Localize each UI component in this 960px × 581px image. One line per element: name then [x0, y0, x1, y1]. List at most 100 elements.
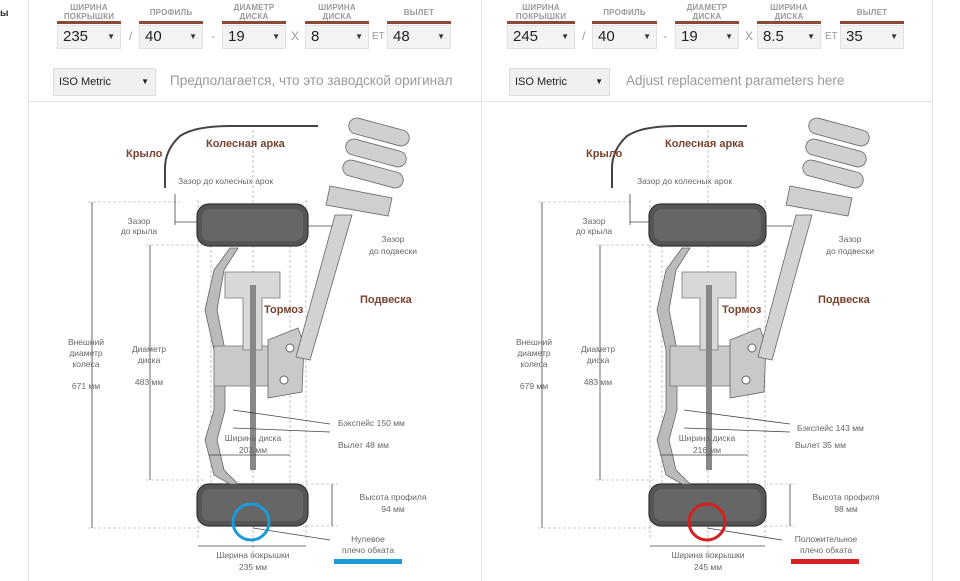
separator-et: ET: [372, 31, 385, 42]
label-offset: ВЫЛЕТ: [403, 8, 435, 17]
scrub-legend-bar: [334, 559, 402, 564]
hint-text: Adjust replacement parameters here: [626, 73, 845, 88]
arch-gap-label: Зазор до колесных арок: [178, 176, 273, 186]
wheel-diagram-left: Крыло Колесная арка Зазор до колесных ар…: [68, 117, 427, 572]
outer-diameter-label: колеса: [72, 359, 99, 369]
scrub-radius-marker: [687, 502, 727, 542]
chevron-down-icon: ▼: [107, 32, 115, 41]
panel-divider-right: [932, 0, 933, 581]
label-bar: [757, 21, 821, 24]
profile-height-value: 94 мм: [381, 504, 405, 514]
separator-et: ET: [825, 31, 838, 42]
outer-diameter-label: Внешний: [68, 337, 104, 347]
suspension-gap-label: до подвески: [826, 246, 874, 256]
outer-diameter-label: колеса: [520, 359, 547, 369]
label-bar: [387, 21, 451, 24]
wing-label: Крыло: [126, 148, 163, 160]
suspension-gap-label: Зазор: [838, 234, 861, 244]
rim-width-value: 8: [311, 28, 320, 45]
profile-select[interactable]: 40▼: [592, 25, 657, 49]
profile-height-label: Высота профиля: [813, 492, 880, 502]
rim-diameter-value: 19: [228, 28, 245, 45]
offset-select[interactable]: 35▼: [840, 25, 904, 49]
tire-width-label: Ширина покрышки: [217, 550, 290, 560]
panel-divider-middle: [481, 0, 482, 581]
tire-width-value: 235: [63, 28, 89, 45]
chevron-down-icon: ▼: [355, 32, 363, 41]
wing-gap-label: до крыла: [121, 226, 158, 236]
separator-x: X: [291, 29, 300, 43]
separator-x: X: [745, 29, 754, 43]
spring: [325, 117, 410, 217]
chevron-down-icon: ▼: [189, 32, 197, 41]
separator-slash: /: [129, 29, 133, 43]
chevron-down-icon: ▼: [890, 32, 898, 41]
sidebar-fragment: ы: [0, 8, 9, 19]
profile-height-label: Высота профиля: [360, 492, 427, 502]
label-bar: [139, 21, 203, 24]
rim-width-value: 8.5: [763, 28, 784, 45]
suspension-label: Подвеска: [360, 294, 413, 306]
label-rim-diameter: ДИАМЕТР ДИСКА: [686, 3, 728, 21]
knuckle: [267, 327, 305, 399]
rim-width-label: Ширина диска: [225, 433, 282, 443]
arch-label: Колесная арка: [206, 138, 286, 150]
rim-diameter-label: диска: [587, 355, 610, 365]
offset-value: 48: [393, 28, 410, 45]
scrub-label: Нулевое: [351, 534, 385, 544]
wheel-diagram-right: Крыло Колесная арка Зазор до колесных ар…: [516, 117, 880, 572]
separator-dash: -: [211, 29, 215, 43]
rim-diameter-select[interactable]: 19 ▼: [675, 25, 739, 49]
offset-select[interactable]: 48 ▼: [387, 25, 451, 49]
profile-select[interactable]: 40▼: [139, 25, 203, 49]
brake-label: Тормоз: [722, 304, 762, 316]
chevron-down-icon: ▼: [561, 32, 569, 41]
chevron-down-icon: ▼: [595, 77, 603, 86]
label-bar: [57, 21, 121, 24]
label-rim-width: ШИРИНА ДИСКА: [318, 3, 356, 21]
rim-diameter-label: Диаметр: [581, 344, 615, 354]
rim-diameter-select[interactable]: 19 ▼: [222, 25, 286, 49]
wing-gap-label: Зазор: [127, 216, 150, 226]
profile-value: 40: [598, 28, 615, 45]
tire-width-value: 235 мм: [239, 562, 267, 572]
system-select[interactable]: ISO Metric ▼: [53, 68, 156, 96]
label-rim-diameter: ДИАМЕТР ДИСКА: [233, 3, 275, 21]
rim-width-label: Ширина диска: [679, 433, 736, 443]
label-tire-width: ШИРИНА ПОКРЫШКИ: [63, 3, 115, 21]
label-bar: [305, 21, 369, 24]
rim-width-value: 216 мм: [693, 445, 721, 455]
suspension-gap-label: до подвески: [369, 246, 417, 256]
label-offset: ВЫЛЕТ: [856, 8, 888, 17]
arch-gap-label: Зазор до колесных арок: [637, 176, 732, 186]
offset-label: Вылет 35 мм: [795, 440, 846, 450]
chevron-down-icon: ▼: [272, 32, 280, 41]
rim-width-select[interactable]: 8▼: [305, 25, 369, 49]
hint-text: Предполагается, что это заводской оригин…: [170, 73, 453, 88]
outer-diameter-label: диаметр: [69, 348, 103, 358]
system-select[interactable]: ISO Metric▼: [509, 68, 610, 96]
chevron-down-icon: ▼: [725, 32, 733, 41]
scrub-radius-marker: [231, 502, 271, 542]
tire-width-value: 245 мм: [694, 562, 722, 572]
chevron-down-icon: ▼: [437, 32, 445, 41]
rim-diameter-value: 483 мм: [584, 377, 612, 387]
label-rim-width: ШИРИНА ДИСКА: [770, 3, 808, 21]
suspension-label: Подвеска: [818, 294, 871, 306]
label-bar: [840, 21, 904, 24]
brake-label: Тормоз: [264, 304, 304, 316]
tire-width-label: Ширина покрышки: [672, 550, 745, 560]
tire-width-select[interactable]: 235 ▼: [57, 25, 121, 49]
fender-outline: [611, 125, 747, 188]
chevron-down-icon: ▼: [141, 77, 149, 86]
scrub-label: плечо обката: [800, 545, 852, 555]
label-profile: ПРОФИЛЬ: [603, 8, 646, 17]
system-value: ISO Metric: [59, 76, 111, 88]
label-tire-width: ШИРИНА ПОКРЫШКИ: [515, 3, 567, 21]
rim-width-select[interactable]: 8.5▼: [757, 25, 821, 49]
separator-slash: /: [582, 29, 586, 43]
wing-gap-label: Зазор: [582, 216, 605, 226]
rim-diameter-value: 19: [681, 28, 698, 45]
suspension-gap-label: Зазор: [381, 234, 404, 244]
tire-width-select[interactable]: 245▼: [507, 25, 575, 49]
